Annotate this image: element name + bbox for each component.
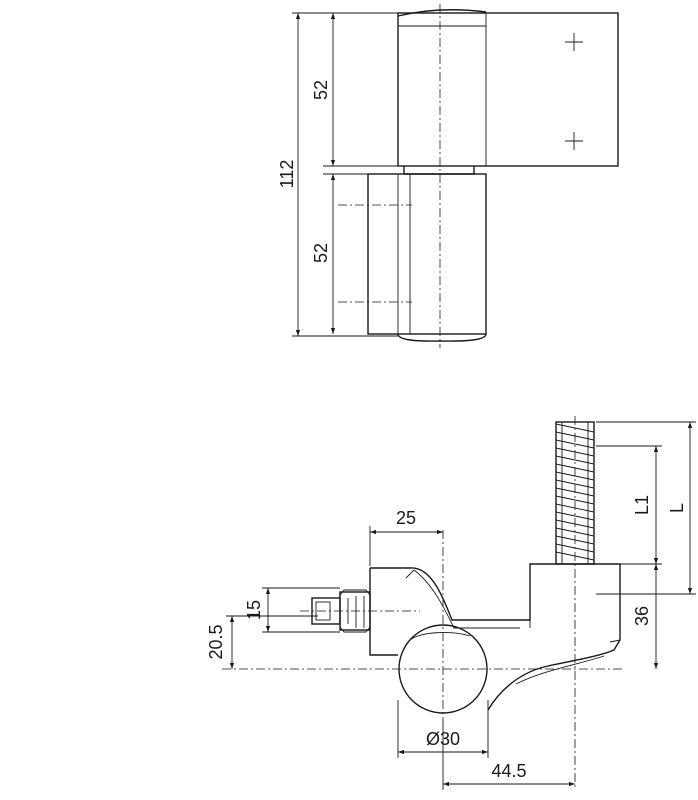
dim-height-36: 36	[632, 606, 652, 626]
dim-bolt-L1: L1	[632, 495, 652, 515]
dim-offset-44-5: 44.5	[491, 761, 526, 781]
screw-hole-mark	[565, 132, 583, 150]
lower-leaf-body	[367, 173, 487, 335]
dim-lower-leaf-height: 52	[311, 243, 331, 263]
dim-upper-leaf-height: 52	[311, 80, 331, 100]
screw-hole-mark	[565, 33, 583, 51]
dim-width-25: 25	[396, 508, 416, 528]
front-view: 112 52 52	[277, 4, 619, 348]
upper-barrel-cap	[397, 9, 487, 17]
upper-leaf-plate	[397, 12, 619, 167]
top-view: 25 15 20.5 36 L1 L Ø30 44.5	[206, 416, 696, 790]
dim-height-20-5: 20.5	[206, 624, 226, 659]
dim-height-15: 15	[244, 600, 264, 620]
dim-total-height: 112	[277, 160, 297, 189]
knuckle-joint	[403, 166, 475, 175]
hinge-body-outline	[369, 563, 621, 711]
lower-barrel-cap	[397, 333, 487, 342]
dim-bolt-L: L	[667, 503, 687, 513]
dim-diameter: Ø30	[426, 729, 460, 749]
